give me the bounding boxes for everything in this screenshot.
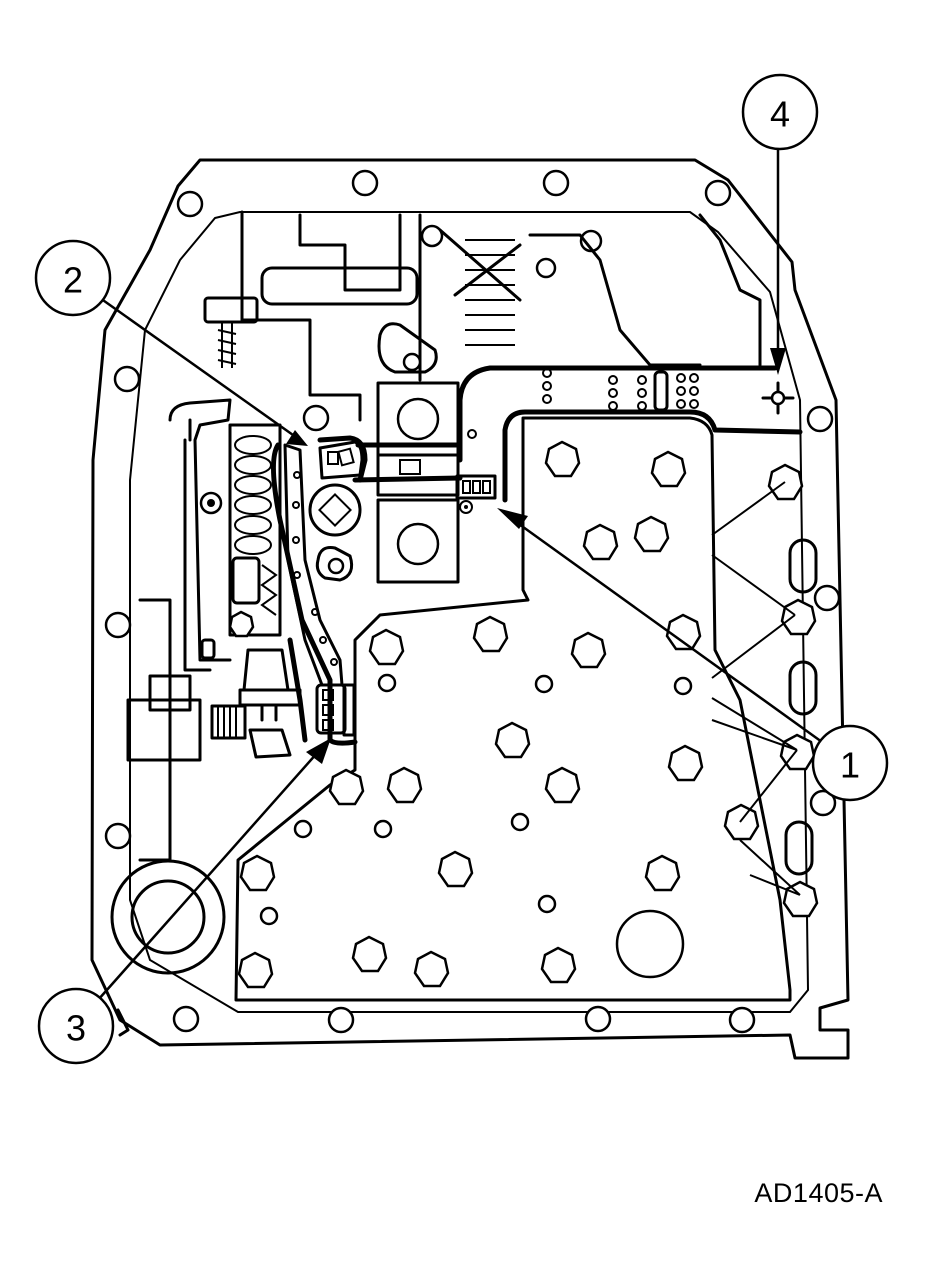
- case-outline: [90, 158, 850, 1060]
- callout-circle: [37, 987, 115, 1065]
- bolt-hole: [104, 611, 132, 639]
- arrowhead-4: [770, 348, 786, 375]
- leader-3: [97, 751, 319, 1001]
- callout-4: 4: [741, 73, 819, 151]
- right-channels: [711, 481, 818, 896]
- bolt-hole: [327, 1006, 355, 1034]
- callout-number-2: 2: [63, 260, 83, 301]
- gasket-bolt-holes: [104, 169, 841, 1034]
- connector-1: [455, 474, 497, 514]
- connector-2: [318, 440, 364, 480]
- bolt-hole: [542, 169, 570, 197]
- bolt-hole: [704, 179, 732, 207]
- bolt-hole: [104, 822, 132, 850]
- arrowhead-2: [286, 430, 308, 446]
- callout-3: 3: [37, 987, 115, 1065]
- callout-1: 1: [811, 724, 889, 802]
- manual-valve-linkage: [110, 398, 302, 1037]
- arrowhead-3: [306, 738, 331, 764]
- leader-1: [511, 517, 823, 744]
- arrowhead-1: [497, 508, 528, 529]
- valve-body-holes: [259, 673, 693, 979]
- leader-2: [99, 296, 294, 437]
- bolt-hole: [813, 584, 841, 612]
- wiring-harness-rail: [283, 443, 344, 687]
- callout-leaders: [97, 148, 823, 1001]
- bolt-hole: [806, 405, 834, 433]
- bolt-hole: [809, 789, 837, 817]
- callout-circle: [741, 73, 819, 151]
- callout-number-1: 1: [840, 745, 860, 786]
- bolt-hole: [728, 1006, 756, 1034]
- bolt-hole: [172, 1005, 200, 1033]
- bolt-hole: [176, 190, 204, 218]
- callout-circle: [34, 239, 112, 317]
- bolt-hole: [351, 169, 379, 197]
- connector-3: [315, 683, 356, 737]
- callout-circle: [811, 724, 889, 802]
- callout-2: 2: [34, 239, 112, 317]
- callout-number-4: 4: [770, 94, 790, 135]
- figure-identifier: AD1405-A: [754, 1178, 883, 1208]
- bolt-hole: [584, 1005, 612, 1033]
- accumulator-springs: [228, 423, 282, 638]
- upper-valve-assembly: [203, 210, 762, 432]
- bolt-hole: [113, 365, 141, 393]
- callout-number-3: 3: [66, 1008, 86, 1049]
- plate-dot-rows: [467, 368, 795, 439]
- solenoid-assembly: [308, 381, 460, 584]
